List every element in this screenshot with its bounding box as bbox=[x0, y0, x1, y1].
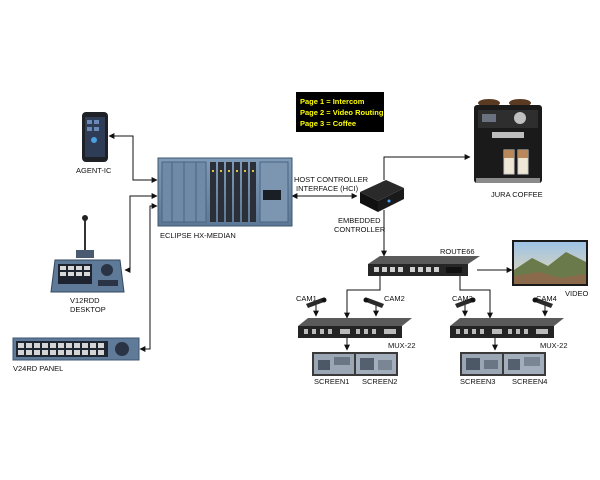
agent-ic-phone-image bbox=[82, 112, 108, 162]
connection-lines bbox=[108, 133, 548, 352]
v12rdd-label-line1: V12RDD bbox=[70, 296, 100, 305]
screen1-label: SCREEN1 bbox=[314, 377, 349, 386]
legend-box: Page 1 = Intercom Page 2 = Video Routing… bbox=[296, 92, 384, 132]
eclipse-label: ECLIPSE HX-MEDIAN bbox=[160, 231, 236, 240]
cam3-label: CAM3 bbox=[452, 294, 473, 303]
mux-right-image bbox=[450, 318, 564, 338]
agent-ic-label: AGENT-IC bbox=[76, 166, 112, 175]
jura-coffee-label: JURA COFFEE bbox=[491, 190, 543, 199]
link-v24rd-eclipse bbox=[139, 203, 158, 352]
v24rd-panel-image bbox=[12, 337, 140, 361]
screen2-label: SCREEN2 bbox=[362, 377, 397, 386]
link-route66-mux-right bbox=[459, 276, 493, 319]
screens-right-image bbox=[460, 352, 546, 376]
route66-label: ROUTE66 bbox=[440, 247, 475, 256]
hci-label-line1: HOST CONTROLLER bbox=[294, 175, 369, 184]
link-controller-jura bbox=[383, 154, 471, 180]
legend-line-3: Page 3 = Coffee bbox=[300, 119, 356, 128]
cam2-icon bbox=[363, 297, 384, 308]
route66-image bbox=[368, 256, 480, 276]
screens-left-image bbox=[312, 352, 398, 376]
eclipse-hx-median-image bbox=[157, 157, 293, 227]
hci-label-line2: INTERFACE (HCI) bbox=[296, 184, 359, 193]
cam3-icon bbox=[455, 297, 476, 308]
embedded-controller-label-line1: EMBEDDED bbox=[338, 216, 381, 225]
v12rdd-label-line2: DESKTOP bbox=[70, 305, 106, 314]
cam4-icon bbox=[532, 297, 553, 308]
v12rdd-desktop-image bbox=[50, 215, 125, 293]
embedded-controller-label-line2: CONTROLLER bbox=[334, 225, 386, 234]
embedded-controller-image bbox=[360, 180, 404, 212]
link-v12rdd-eclipse bbox=[124, 193, 158, 273]
mux-left-label: MUX-22 bbox=[388, 341, 416, 350]
video-monitor-image bbox=[512, 240, 588, 286]
cam1-icon bbox=[306, 297, 327, 308]
legend-line-1: Page 1 = Intercom bbox=[300, 97, 365, 106]
jura-coffee-machine-image bbox=[474, 99, 542, 183]
video-label: VIDEO bbox=[565, 289, 589, 298]
mux-right-label: MUX-22 bbox=[540, 341, 568, 350]
screen4-label: SCREEN4 bbox=[512, 377, 547, 386]
mux-left-image bbox=[298, 318, 412, 338]
legend-line-2: Page 2 = Video Routing bbox=[300, 108, 384, 117]
screen3-label: SCREEN3 bbox=[460, 377, 495, 386]
cam4-label: CAM4 bbox=[536, 294, 557, 303]
link-agent-ic-eclipse bbox=[108, 133, 158, 183]
cam1-label: CAM1 bbox=[296, 294, 317, 303]
cam2-label: CAM2 bbox=[384, 294, 405, 303]
link-route66-mux-left bbox=[344, 276, 381, 319]
v24rd-panel-label: V24RD PANEL bbox=[13, 364, 63, 373]
